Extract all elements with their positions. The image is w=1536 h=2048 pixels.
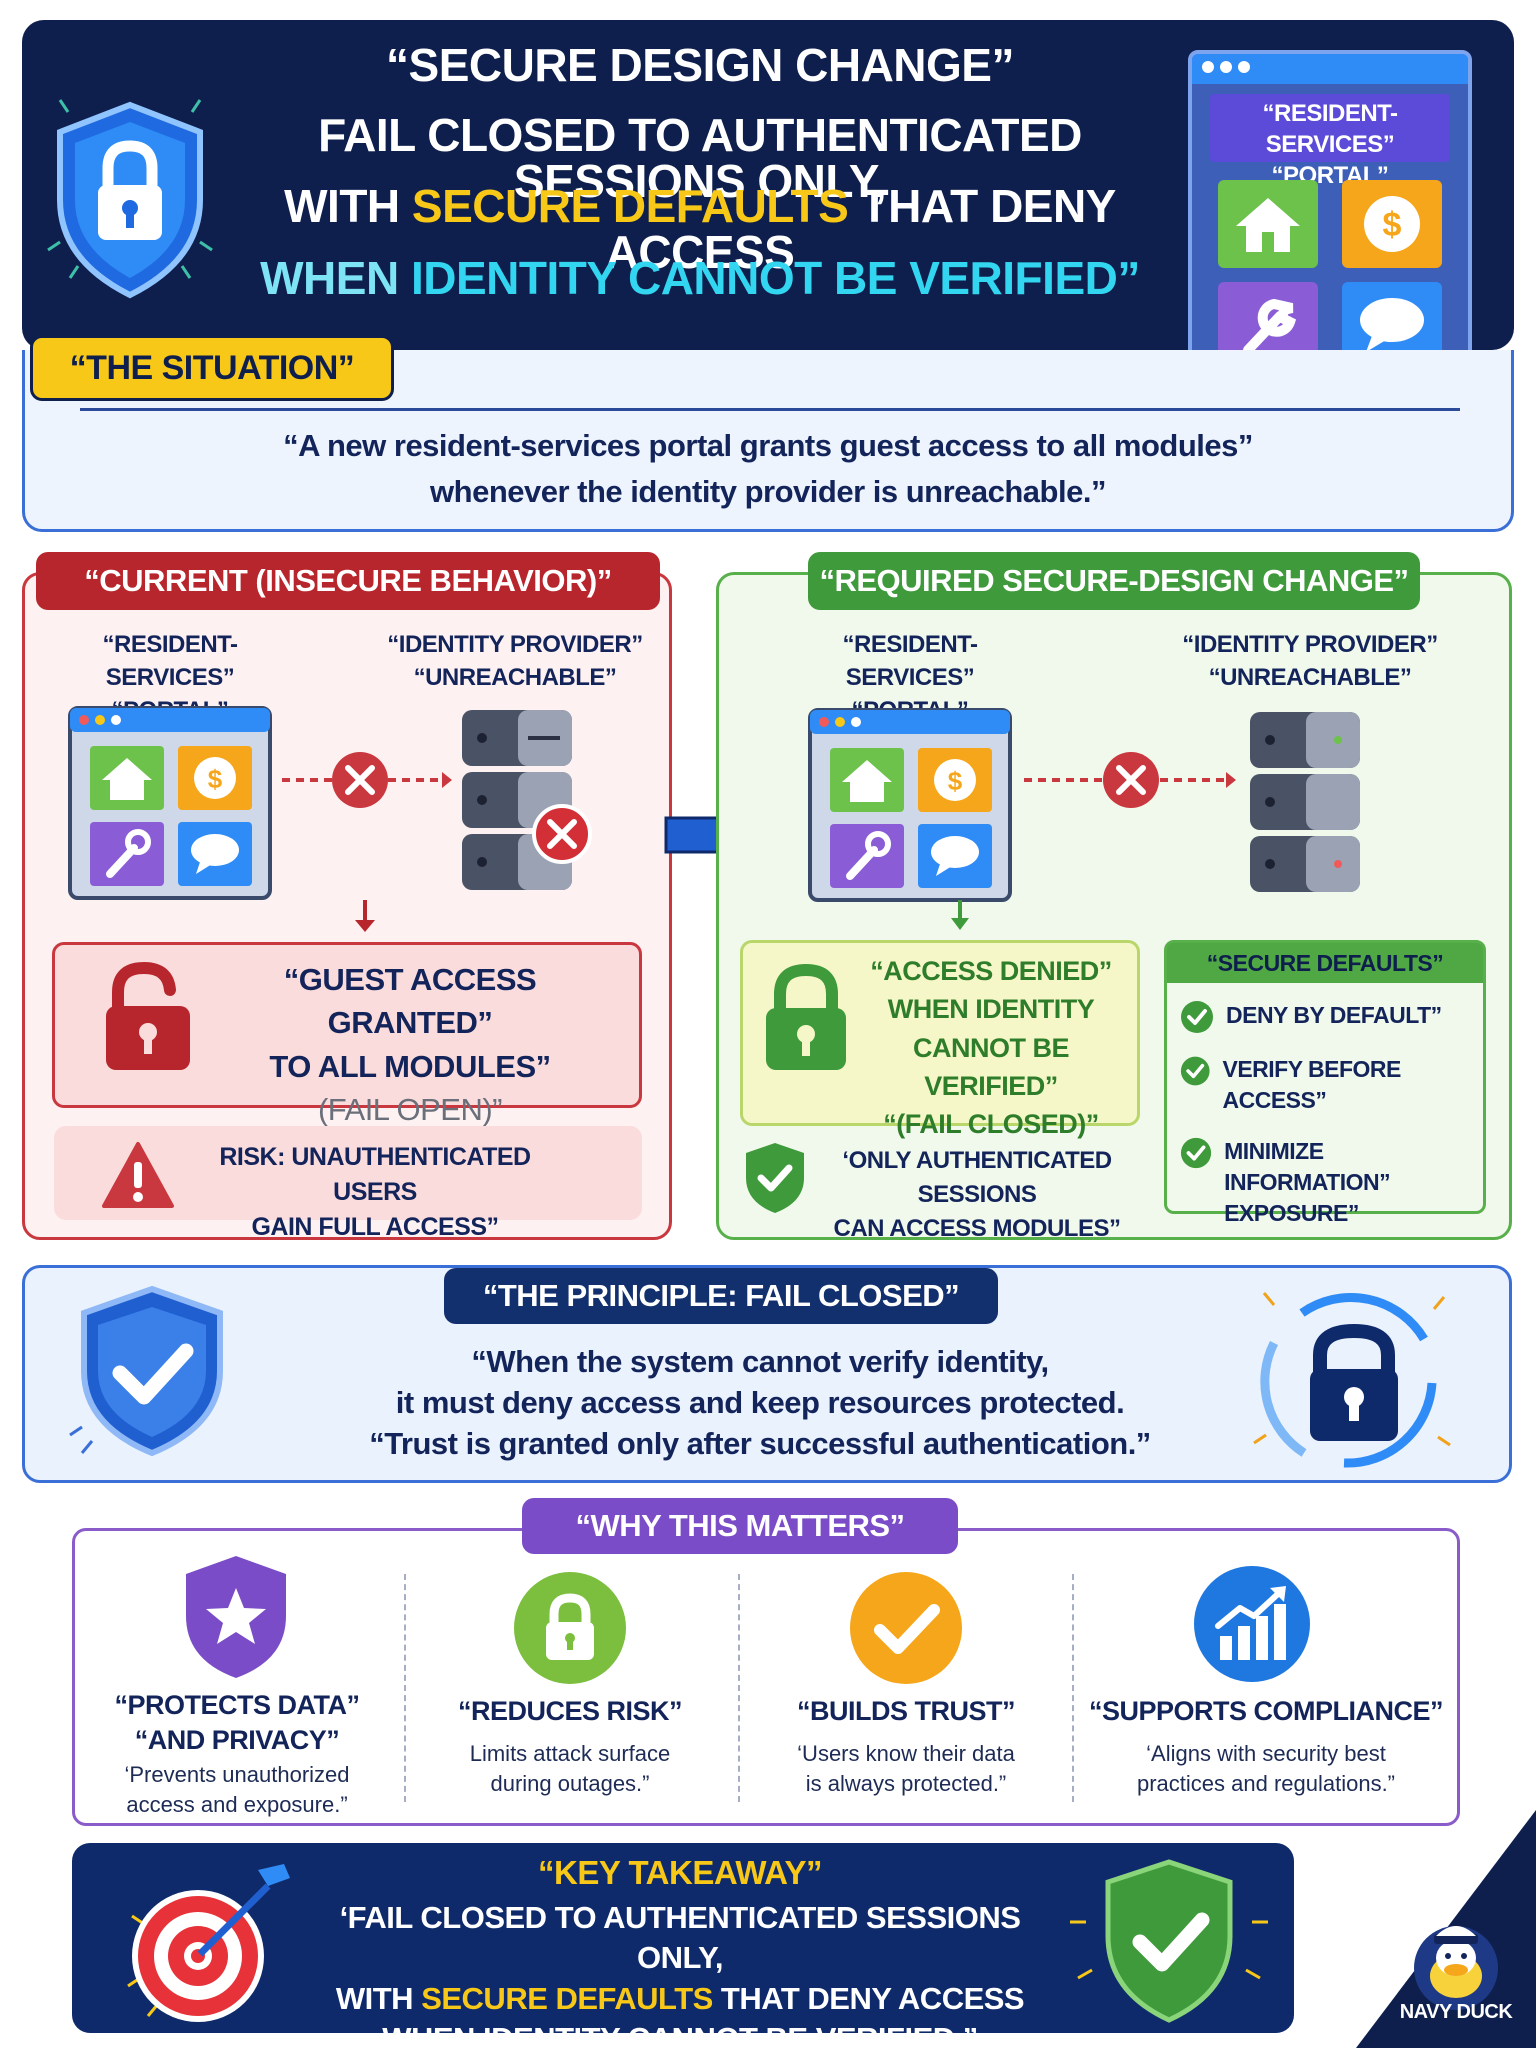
list-item: DENY BY DEFAULT” [1180, 1000, 1480, 1034]
why-item-builds-trust: “BUILDS TRUST” ‘Users know their data is… [797, 1696, 1016, 1796]
arrow-down-icon [355, 900, 375, 932]
risk-text: RISK: UNAUTHENTICATED USERS GAIN FULL AC… [219, 1143, 531, 1241]
secure-defaults-box: “SECURE DEFAULTS” [1164, 940, 1486, 1214]
header-line-1: “SECURE DESIGN CHANGE” [386, 39, 1014, 91]
why-item-reduces: “REDUCES RISK” Limits attack surface dur… [457, 1696, 683, 1796]
brand-name: NAVY DUCK [1399, 2001, 1513, 2023]
svg-text:$: $ [208, 764, 223, 794]
header-line-3: WITH SECURE DEFAULTS THAT DENY ACCESS [284, 180, 1116, 278]
divider [80, 408, 1460, 411]
header-highlight-identity: IDENTITY CANNOT BE VERIFIED [410, 252, 1118, 304]
current-panel-title: “CURRENT (INSECURE BEHAVIOR)” [36, 552, 660, 610]
required-flow-diagram: $ [808, 708, 1360, 902]
principle-title: “THE PRINCIPLE: FAIL CLOSED” [444, 1268, 998, 1324]
target-icon [127, 1864, 290, 2022]
fail-open-text: “GUEST ACCESS GRANTED” TO ALL MODULES” (… [269, 962, 551, 1128]
divider [738, 1574, 740, 1802]
check-circle-icon [1180, 1056, 1210, 1086]
why-item-compliance: “SUPPORTS COMPLIANCE” ‘Aligns with secur… [1088, 1696, 1444, 1796]
list-item: MINIMIZE INFORMATION”EXPOSURE” [1180, 1136, 1480, 1229]
list-item: VERIFY BEFORE ACCESS” [1180, 1054, 1480, 1116]
only-authenticated-text: ‘ONLY AUTHENTICATED SESSIONS CAN ACCESS … [833, 1147, 1121, 1243]
situation-line-2: whenever the identity provider is unreac… [430, 474, 1106, 509]
takeaway-text: ‘FAIL CLOSED TO AUTHENTICATED SESSIONS O… [335, 1900, 1025, 2048]
fail-closed-text: “ACCESS DENIED” WHEN IDENTITY CANNOT BE … [870, 956, 1112, 1140]
check-circle-icon [1181, 1001, 1213, 1033]
principle-text: “When the system cannot verify identity,… [369, 1344, 1151, 1461]
situation-line-1: “A new resident-services portal grants g… [283, 428, 1253, 463]
portal-modules-icon: $ [1218, 180, 1442, 370]
shield-star-icon [186, 1556, 286, 1678]
check-circle-orange-icon [850, 1572, 962, 1684]
brand-corner [1356, 1810, 1536, 2048]
situation-tag: “THE SITUATION” [30, 335, 394, 401]
arrow-down-green-icon [951, 900, 969, 930]
current-flow-diagram: $ [68, 706, 592, 900]
locked-padlock-icon [766, 963, 846, 1070]
why-item-protects: “PROTECTS DATA” “AND PRIVACY” ‘Prevents … [114, 1690, 361, 1817]
padlock-circle-icon [514, 1572, 626, 1684]
divider [404, 1574, 406, 1802]
svg-text:$: $ [1383, 206, 1402, 244]
secure-defaults-title: “SECURE DEFAULTS” [1167, 943, 1483, 983]
warning-icon [102, 1142, 174, 1208]
unlocked-padlock-icon [106, 962, 190, 1070]
divider [1072, 1574, 1074, 1802]
current-idp-label: “IDENTITY PROVIDER”“UNREACHABLE” [387, 631, 643, 692]
check-circle-icon [1180, 1138, 1212, 1169]
takeaway-title: “KEY TAKEAWAY” [538, 1854, 822, 1891]
required-change-panel [716, 572, 1512, 1240]
secure-defaults-list: DENY BY DEFAULT” VERIFY BEFORE ACCESS” M… [1180, 1000, 1480, 1229]
required-idp-label: “IDENTITY PROVIDER”“UNREACHABLE” [1182, 631, 1438, 692]
why-title: “WHY THIS MATTERS” [522, 1498, 958, 1554]
header-line-2: FAIL CLOSED TO AUTHENTICATED SESSIONS ON… [318, 109, 1082, 207]
shield-check-icon [746, 1143, 804, 1213]
shield-lock-icon [47, 99, 213, 299]
required-panel-title: “REQUIRED SECURE-DESIGN CHANGE” [808, 552, 1420, 610]
padlock-cycle-icon [1253, 1292, 1451, 1468]
portal-window-title: “RESIDENT-SERVICES” “PORTAL” [1210, 94, 1450, 189]
chart-growth-icon [1194, 1566, 1310, 1682]
shield-check-green-icon [1070, 1859, 1268, 2023]
header-highlight-secure-defaults: SECURE DEFAULTS [411, 180, 849, 232]
header-line-4: WHEN IDENTITY CANNOT BE VERIFIED” [260, 252, 1140, 304]
shield-check-large-icon [69, 1285, 223, 1457]
svg-text:$: $ [948, 766, 963, 796]
